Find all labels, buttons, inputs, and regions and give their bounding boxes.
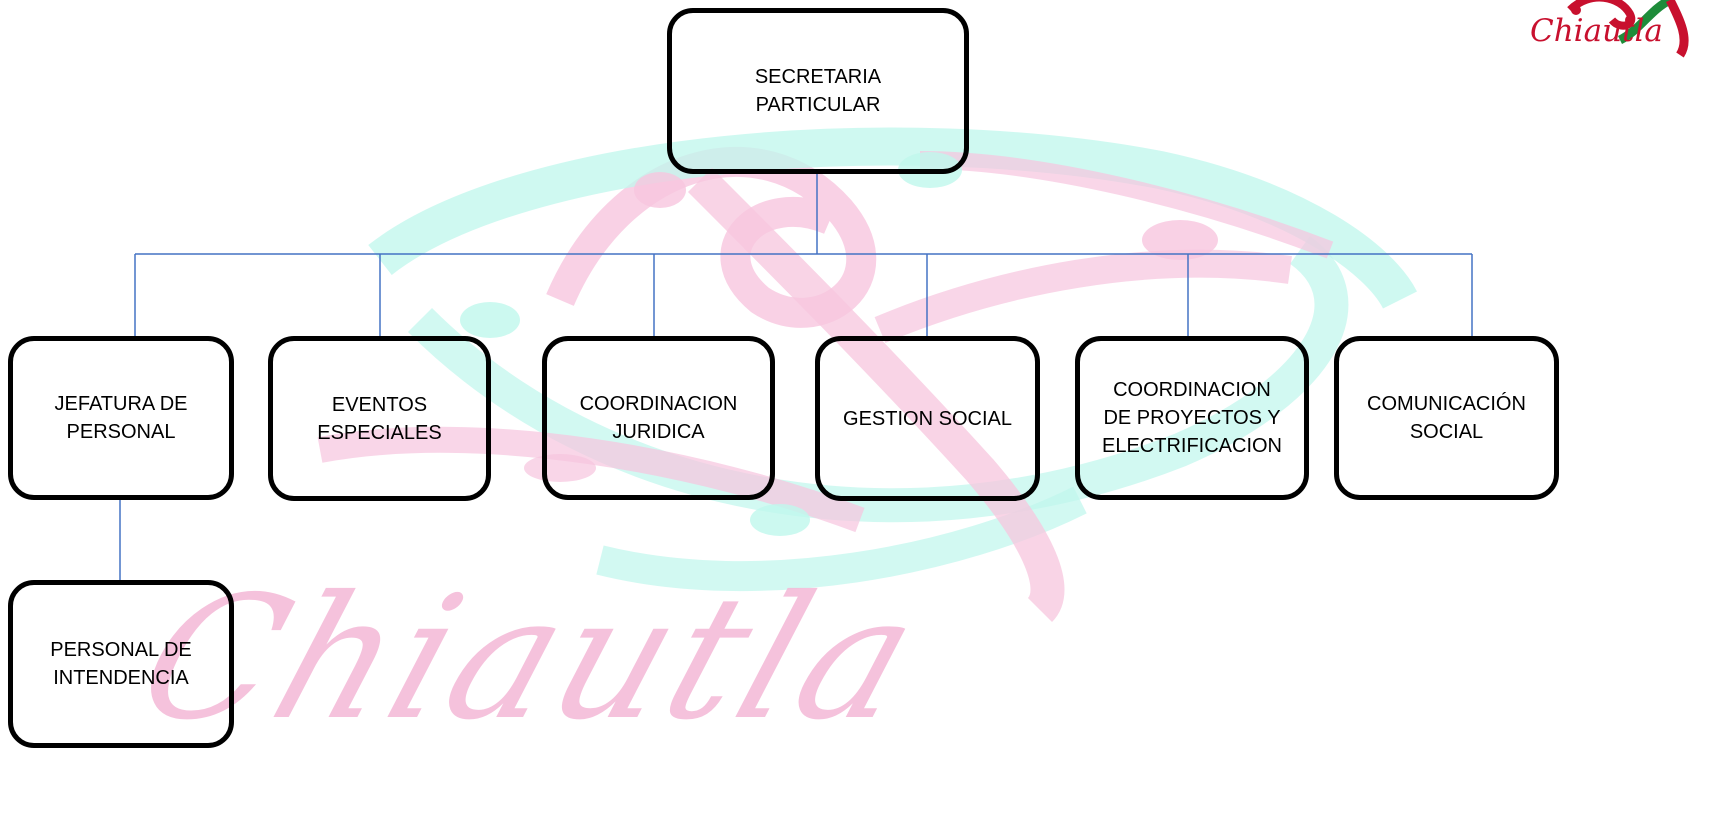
org-node-personal-de-intendencia: PERSONAL DE INTENDENCIA bbox=[8, 580, 234, 748]
org-node-label: JEFATURA DE PERSONAL bbox=[54, 393, 188, 443]
chiautla-logo: Chiautla bbox=[1480, 0, 1721, 62]
org-node-label: GESTION SOCIAL bbox=[843, 407, 1012, 430]
org-node-label: COORDINACION JURIDICA bbox=[579, 393, 738, 443]
org-node-eventos-especiales: EVENTOS ESPECIALES bbox=[268, 336, 491, 501]
org-node-jefatura-de-personal: JEFATURA DE PERSONAL bbox=[8, 336, 234, 500]
org-node-label: COORDINACION DE PROYECTOS Y ELECTRIFICAC… bbox=[1101, 379, 1283, 457]
org-node-gestion-social: GESTION SOCIAL bbox=[815, 336, 1040, 501]
org-node-label: SECRETARIA PARTICULAR bbox=[754, 66, 882, 116]
org-node-coordinacion-juridica: COORDINACION JURIDICA bbox=[542, 336, 775, 500]
org-node-secretaria-particular: SECRETARIA PARTICULAR bbox=[667, 8, 969, 174]
org-node-label: PERSONAL DE INTENDENCIA bbox=[50, 639, 192, 689]
org-node-label: COMUNICACIÓN SOCIAL bbox=[1367, 393, 1526, 443]
org-node-label: EVENTOS ESPECIALES bbox=[317, 393, 442, 444]
logo-wordmark: Chiautla bbox=[1530, 13, 1663, 49]
org-node-comunicacion-social: COMUNICACIÓN SOCIAL bbox=[1334, 336, 1559, 500]
org-node-coordinacion-proyectos-electrificacion: COORDINACION DE PROYECTOS Y ELECTRIFICAC… bbox=[1075, 336, 1309, 500]
logo-emblem-icon bbox=[1567, 0, 1689, 58]
